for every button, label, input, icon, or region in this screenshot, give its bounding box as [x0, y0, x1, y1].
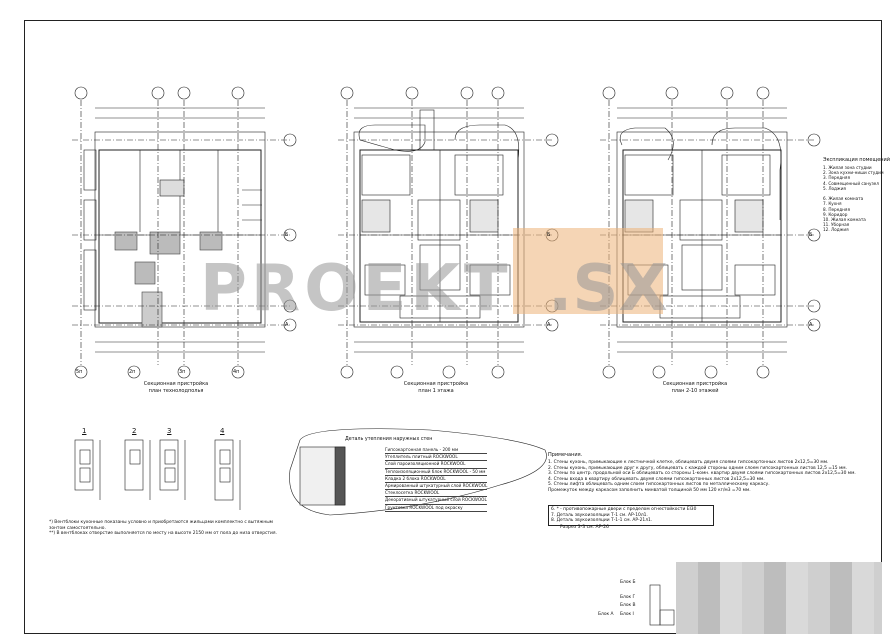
vent-details [74, 439, 241, 510]
note-line: 2. Стены кухонь, примыкающие друг к друг… [548, 465, 847, 471]
note-line: 3. Стены по центр. продольной оси Б обли… [548, 471, 856, 477]
caption-title: Секционная пристройка [143, 381, 209, 387]
layer-label: Грунтовка ROCKWOOL под окраску [385, 505, 488, 512]
axis-label-b: Б [285, 232, 289, 238]
section-reference: Разрез 3-3 см. АР-26 [560, 525, 609, 530]
footnote-line: зонтом самостоятельно. [49, 525, 106, 531]
legend-item: 12. Лоджия [823, 227, 849, 233]
caption-title: Секционная пристройка [662, 381, 728, 387]
caption-title: Секционная пристройка [403, 381, 469, 387]
callout-title: Деталь утепления наружных стен [345, 437, 433, 442]
detail-number: 4 [220, 427, 225, 435]
keyplan-label: Блок В [620, 603, 636, 608]
legend-item: 6. Жилая комната [823, 196, 864, 202]
legend-item: 11. Уборная [823, 222, 850, 228]
note-line: 4. Стены входа в квартиру облицевать дву… [548, 476, 765, 482]
layer-label: Утеплитель плитный ROCKWOOL [385, 454, 488, 462]
watermark-suffix: .SX [548, 252, 668, 326]
legend-item: 3. Передняя [823, 175, 850, 181]
notes-title: Примечания. [548, 452, 583, 458]
legend-item: 4. Совмещенный санузел [823, 180, 879, 186]
axis-label-col: 3п [179, 369, 186, 375]
plan-first-floor [338, 100, 552, 365]
legend-item: 9. Коридор [823, 211, 848, 217]
layer-label: Стеклосетка ROCKWOOL [385, 490, 488, 498]
legend-item: 2. Зона кухни-ниши студии [823, 170, 884, 176]
note-line: 6. * - противопожарные двери с пределом … [551, 507, 697, 512]
axis-label-b: Б [547, 232, 551, 238]
keyplan-label: Блок А [598, 612, 614, 617]
detail-number: 2 [132, 427, 137, 435]
general-notes: Примечания. 1. Стены кухонь, примыкающие… [548, 452, 856, 494]
keyplan-label: Блок Г [620, 595, 636, 600]
plan-caption-first-floor: Секционная пристройка план 1 этажа [366, 381, 506, 395]
axis-label-b: Б [809, 232, 813, 238]
legend-item: 8. Передняя [823, 206, 850, 212]
title-block-stamp [676, 562, 882, 634]
notes-box: 6. * - противопожарные двери с пределом … [548, 505, 714, 526]
keyplan-label: Блок I [620, 612, 634, 617]
plan-underfloor [72, 100, 290, 365]
caption-subtitle: план 2-10 этажей [671, 388, 719, 394]
layer-label: Кладка 2 блока ROCKWOOL [385, 476, 488, 484]
legend-title: Экспликация помещений [823, 157, 891, 163]
footnote-line: *) Вентблоки кухонные показаны условно и… [49, 520, 273, 525]
caption-subtitle: план технолодполья [148, 388, 204, 394]
note-line: 1. Стены кухонь, примыкающие к лестнично… [548, 460, 829, 465]
insulation-callout [289, 428, 547, 516]
axis-label-a: А [285, 322, 289, 328]
room-legend: 1. Жилая зона студии 2. Зона кухни-ниши … [823, 165, 884, 233]
watermark-text: PROEKT [200, 252, 512, 326]
layer-label: Слой пароизоляционной ROCKWOOL [385, 461, 488, 469]
legend-item: 7. Кухня [823, 201, 842, 207]
insulation-layers: Гипсокартонная панель - 200 мм Утеплител… [385, 447, 488, 512]
layer-label: Теплоизоляционный блок ROCKWOOL - 50 мм [385, 469, 488, 476]
axis-bubbles [74, 86, 821, 379]
keyplan-label: Блок Б [620, 580, 636, 585]
legend-item: 10. Жилая комната [823, 217, 866, 223]
detail-number: 3 [167, 427, 172, 435]
note-line: 5. Стены лифта облицевать одним слоем ги… [548, 482, 770, 488]
plan-caption-underfloor: Секционная пристройка план технолодполья [106, 381, 246, 395]
key-plan [649, 584, 675, 626]
axis-label-col: 2п [129, 369, 136, 375]
caption-subtitle: план 1 этажа [418, 388, 454, 394]
note-line: Промежуток между каркасом заполнить минв… [548, 487, 751, 493]
axis-label-a: А [809, 322, 813, 328]
footnotes: *) Вентблоки кухонные показаны условно и… [49, 520, 277, 537]
note-line: 7. Деталь звукоизоляции Т-1 см. АР-10л1. [551, 512, 648, 518]
plan-caption-typical-floor: Секционная пристройка план 2-10 этажей [625, 381, 765, 395]
axis-label-col: 4п [233, 369, 240, 375]
layer-label: Гипсокартонная панель - 200 мм [385, 447, 488, 455]
note-line: 8. Деталь звукоизоляции Т-1-1 см. АР-21л… [551, 518, 653, 524]
sheet-border [24, 20, 882, 634]
watermark-box [513, 228, 663, 314]
footnote-line: **) В вентблоках отверстие выполняется п… [49, 531, 277, 537]
detail-number: 1 [82, 427, 87, 435]
layer-label: Декоративный штукатурный слой ROCKWOOL [385, 497, 488, 505]
axis-label-a: А [547, 322, 551, 328]
layer-label: Армированный штукатурный слой ROCKWOOL [385, 483, 488, 491]
axis-label-col: 5п [76, 369, 83, 375]
legend-item: 1. Жилая зона студии [823, 165, 872, 170]
legend-item: 5. Лоджия [823, 185, 846, 191]
